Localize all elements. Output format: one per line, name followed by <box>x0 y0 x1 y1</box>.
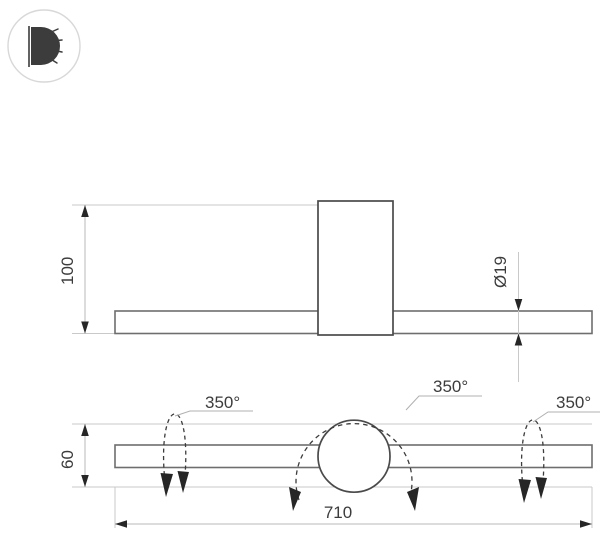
rotation-arrow-right-b <box>535 477 547 499</box>
dim-label-depth-60: 60 <box>58 450 77 469</box>
rotation-leader-center <box>405 395 482 411</box>
rotation-callout-left: 350° <box>160 393 253 497</box>
dim-arrow-710-right <box>580 520 592 528</box>
dim-arrow-d19-bottom <box>514 333 523 346</box>
rotation-leader-right <box>532 411 600 423</box>
rotation-arc-right <box>520 419 545 497</box>
logo-circle-outline <box>7 9 81 83</box>
front-view: 100 Ø19 <box>58 200 593 382</box>
top-center-hub-circle <box>317 419 391 494</box>
wall-light-icon <box>7 9 81 83</box>
dim-arrow-d19-top <box>514 299 523 311</box>
dim-arrow-100-bottom <box>81 321 89 334</box>
rotation-callout-right: 350° <box>518 393 600 503</box>
rotation-arrow-center-right <box>407 487 419 511</box>
rotation-label-center: 350° <box>433 377 468 396</box>
rotation-arc-left <box>162 413 187 491</box>
front-center-block <box>317 200 394 336</box>
rotation-arrow-center-left <box>289 487 301 511</box>
logo-lamp-body <box>31 27 60 65</box>
dim-label-length-710: 710 <box>324 503 352 522</box>
dim-label-height-100: 100 <box>58 257 77 285</box>
dim-arrow-60-bottom <box>81 475 89 487</box>
top-view: 60 350° 350° <box>58 377 600 528</box>
dim-arrow-100-top <box>81 205 89 217</box>
rotation-arrow-left-a <box>160 473 173 497</box>
logo-light-rays <box>48 28 63 64</box>
rotation-label-left: 350° <box>205 393 240 412</box>
rotation-leader-left <box>174 410 253 417</box>
rotation-arrow-right-a <box>518 479 531 503</box>
rotation-label-right: 350° <box>556 393 591 412</box>
dim-label-diameter-19: Ø19 <box>491 256 510 288</box>
dim-arrow-710-left <box>115 520 127 528</box>
dim-arrow-60-top <box>81 424 89 436</box>
rotation-arrow-left-b <box>177 471 189 493</box>
rotation-callout-center: 350° <box>289 377 482 511</box>
